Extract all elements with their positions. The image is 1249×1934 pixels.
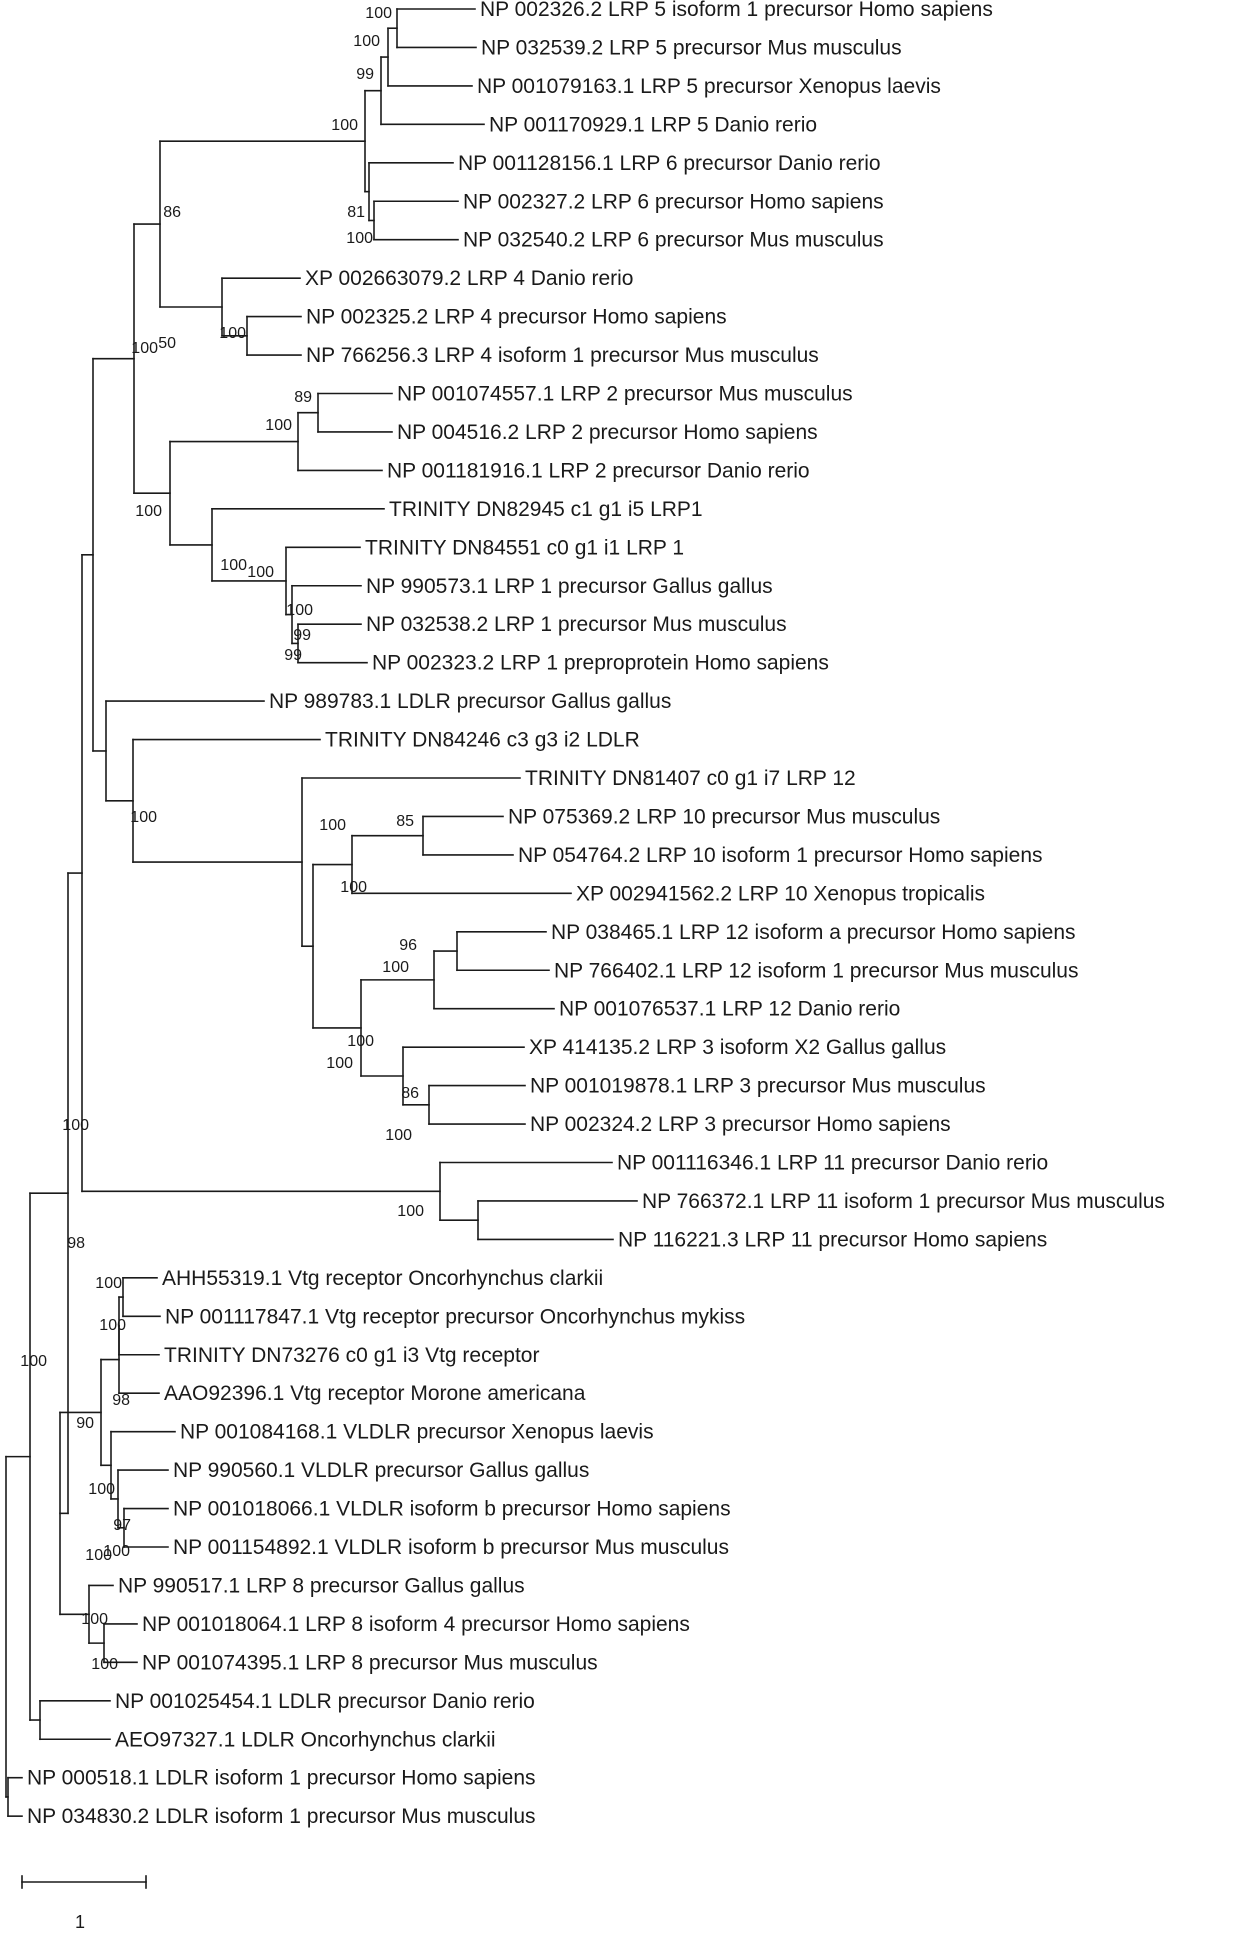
bootstrap-value: 100 [95,1275,122,1292]
bootstrap-value: 100 [220,557,247,574]
bootstrap-value: 100 [219,325,246,342]
scale-bar: 1 [21,1875,147,1932]
bootstrap-value: 100 [331,117,358,134]
bootstrap-value: 100 [382,959,409,976]
taxon-label: NP 032540.2 LRP 6 precursor Mus musculus [463,229,884,252]
taxon-label: AAO92396.1 Vtg receptor Morone americana [164,1382,586,1405]
taxon-label: NP 001019878.1 LRP 3 precursor Mus muscu… [530,1075,986,1098]
bootstrap-value: 90 [76,1415,94,1432]
bootstrap-value: 85 [396,813,414,830]
bootstrap-value: 100 [99,1317,126,1334]
taxon-label: NP 002326.2 LRP 5 isoform 1 precursor Ho… [480,0,993,21]
taxon-label: NP 001074557.1 LRP 2 precursor Mus muscu… [397,383,853,406]
taxon-label: TRINITY DN82945 c1 g1 i5 LRP1 [389,498,703,521]
taxon-label: TRINITY DN81407 c0 g1 i7 LRP 12 [525,767,856,790]
taxon-label: NP 001084168.1 VLDLR precursor Xenopus l… [180,1421,654,1444]
taxon-labels: NP 002326.2 LRP 5 isoform 1 precursor Ho… [27,0,1165,1828]
taxon-label: NP 001079163.1 LRP 5 precursor Xenopus l… [477,75,941,98]
taxon-label: NP 032538.2 LRP 1 precursor Mus musculus [366,613,787,636]
taxon-label: NP 001074395.1 LRP 8 precursor Mus muscu… [142,1651,598,1674]
bootstrap-value: 98 [112,1392,130,1409]
bootstrap-value: 100 [131,340,158,357]
bootstrap-value: 99 [356,66,374,83]
bootstrap-value: 100 [103,1543,130,1560]
taxon-label: NP 766402.1 LRP 12 isoform 1 precursor M… [554,959,1078,982]
taxon-label: NP 002323.2 LRP 1 preproprotein Homo sap… [372,652,829,675]
bootstrap-labels: 1001009910081100861001008910010099991001… [20,5,424,1673]
bootstrap-value: 99 [284,647,302,664]
bootstrap-value: 97 [113,1517,131,1534]
taxon-label: NP 002324.2 LRP 3 precursor Homo sapiens [530,1113,951,1136]
taxon-label: NP 001154892.1 VLDLR isoform b precursor… [173,1536,729,1559]
taxon-label: NP 001117847.1 Vtg receptor precursor On… [165,1305,745,1328]
tree-branches [5,8,638,1817]
taxon-label: NP 002327.2 LRP 6 precursor Homo sapiens [463,190,884,213]
bootstrap-value: 89 [294,389,312,406]
bootstrap-value: 99 [293,627,311,644]
taxon-label: TRINITY DN73276 c0 g1 i3 Vtg receptor [164,1344,539,1367]
bootstrap-value: 100 [20,1353,47,1370]
taxon-label: XP 414135.2 LRP 3 isoform X2 Gallus gall… [529,1036,946,1059]
bootstrap-value: 96 [399,937,417,954]
bootstrap-value: 100 [347,1033,374,1050]
bootstrap-value: 100 [340,879,367,896]
taxon-label: NP 990560.1 VLDLR precursor Gallus gallu… [173,1459,589,1482]
taxon-label: NP 001076537.1 LRP 12 Danio rerio [559,998,900,1021]
bootstrap-value: 100 [88,1481,115,1498]
bootstrap-value: 100 [319,817,346,834]
bootstrap-value: 86 [163,204,181,221]
bootstrap-value: 100 [326,1055,353,1072]
taxon-label: NP 989783.1 LDLR precursor Gallus gallus [269,690,671,713]
taxon-label: NP 001181916.1 LRP 2 precursor Danio rer… [387,459,810,482]
bootstrap-value: 100 [247,564,274,581]
taxon-label: NP 054764.2 LRP 10 isoform 1 precursor H… [518,844,1043,867]
taxon-label: NP 001128156.1 LRP 6 precursor Danio rer… [458,152,881,175]
taxon-label: NP 001018064.1 LRP 8 isoform 4 precursor… [142,1613,690,1636]
bootstrap-value: 100 [286,602,313,619]
taxon-label: TRINITY DN84246 c3 g3 i2 LDLR [325,729,640,752]
taxon-label: NP 990573.1 LRP 1 precursor Gallus gallu… [366,575,773,598]
bootstrap-value: 86 [401,1085,419,1102]
taxon-label: NP 116221.3 LRP 11 precursor Homo sapien… [618,1228,1047,1251]
taxon-label: NP 002325.2 LRP 4 precursor Homo sapiens [306,306,727,329]
taxon-label: NP 000518.1 LDLR isoform 1 precursor Hom… [27,1767,536,1790]
bootstrap-value: 100 [346,230,373,247]
taxon-label: AHH55319.1 Vtg receptor Oncorhynchus cla… [162,1267,603,1290]
taxon-label: TRINITY DN84551 c0 g1 i1 LRP 1 [365,536,684,559]
bootstrap-value: 100 [385,1127,412,1144]
taxon-label: NP 001116346.1 LRP 11 precursor Danio re… [617,1152,1048,1175]
bootstrap-value: 100 [130,809,157,826]
bootstrap-value: 100 [397,1203,424,1220]
bootstrap-value: 100 [265,417,292,434]
bootstrap-value: 100 [81,1611,108,1628]
bootstrap-value: 100 [135,503,162,520]
bootstrap-value: 98 [67,1235,85,1252]
bootstrap-value: 100 [85,1547,112,1564]
bootstrap-value: 50 [158,335,176,352]
bootstrap-value: 100 [91,1656,118,1673]
taxon-label: NP 032539.2 LRP 5 precursor Mus musculus [481,36,902,59]
taxon-label: NP 766256.3 LRP 4 isoform 1 precursor Mu… [306,344,819,367]
taxon-label: AEO97327.1 LDLR Oncorhynchus clarkii [115,1728,496,1751]
taxon-label: XP 002941562.2 LRP 10 Xenopus tropicalis [576,882,985,905]
taxon-label: NP 034830.2 LDLR isoform 1 precursor Mus… [27,1805,536,1828]
taxon-label: NP 004516.2 LRP 2 precursor Homo sapiens [397,421,818,444]
taxon-label: NP 001018066.1 VLDLR isoform b precursor… [173,1498,731,1521]
bootstrap-value: 100 [62,1117,89,1134]
bootstrap-value: 100 [365,5,392,22]
taxon-label: NP 001170929.1 LRP 5 Danio rerio [489,113,817,136]
taxon-label: XP 002663079.2 LRP 4 Danio rerio [305,267,633,290]
taxon-label: NP 001025454.1 LDLR precursor Danio reri… [115,1690,535,1713]
taxon-label: NP 075369.2 LRP 10 precursor Mus musculu… [508,805,940,828]
scale-bar-label: 1 [75,1912,85,1932]
taxon-label: NP 990517.1 LRP 8 precursor Gallus gallu… [118,1574,525,1597]
taxon-label: NP 038465.1 LRP 12 isoform a precursor H… [551,921,1076,944]
bootstrap-value: 100 [353,33,380,50]
bootstrap-value: 81 [347,204,365,221]
taxon-label: NP 766372.1 LRP 11 isoform 1 precursor M… [642,1190,1165,1213]
